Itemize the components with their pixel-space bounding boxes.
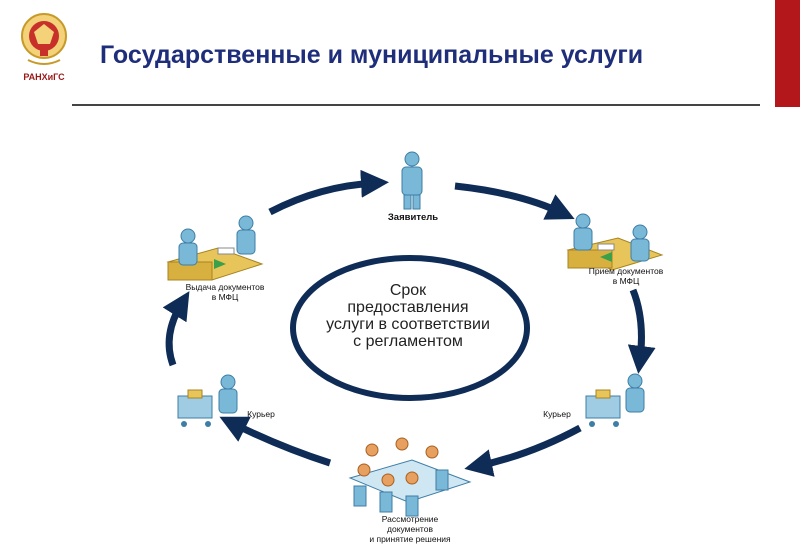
label-applicant: Заявитель	[387, 212, 439, 223]
center-line: Срок	[389, 282, 427, 299]
label-line: в МФЦ	[612, 276, 640, 286]
page-title: Государственные и муниципальные услуги	[100, 41, 644, 69]
review-meeting-table-icon	[348, 437, 472, 517]
arrow-courier-to-issuance	[162, 291, 190, 367]
label-line: и принятие решения	[369, 534, 451, 544]
courier-left-cart-icon	[177, 374, 238, 427]
center-ring	[290, 255, 530, 401]
ranepa-logo: РАНХиГС	[18, 10, 70, 94]
center-line: услуги в соответствии	[326, 316, 490, 333]
accent-bar	[775, 0, 800, 107]
applicant-person-icon	[401, 151, 423, 210]
arrow-courier-to-review	[464, 424, 582, 477]
center-statement: Срок предоставления услуги в соответстви…	[290, 282, 526, 350]
title-divider	[72, 104, 760, 106]
label-courier-left: Курьер	[247, 409, 275, 419]
arrow-issuance-to-applicant	[268, 169, 389, 216]
courier-right-cart-icon	[585, 373, 645, 427]
label-review: Рассмотрение документов и принятие решен…	[350, 514, 470, 544]
reception-office-desk-icon	[566, 213, 664, 271]
label-line: Рассмотрение	[381, 514, 439, 524]
center-line: с регламентом	[353, 333, 463, 350]
logo-text: РАНХиГС	[23, 72, 65, 82]
label-line: Прием документов	[588, 266, 664, 276]
label-issuance: Выдача документов в МФЦ	[165, 282, 285, 302]
label-courier-right: Курьер	[543, 409, 571, 419]
label-reception: Прием документов в МФЦ	[566, 266, 686, 286]
label-line: документов	[387, 524, 433, 534]
issuance-office-desk-icon	[166, 215, 264, 281]
arrow-reception-to-courier	[627, 288, 656, 374]
label-line: Выдача документов	[185, 282, 265, 292]
emblem-icon	[21, 13, 67, 65]
arrow-review-to-courier	[219, 416, 332, 467]
label-line: в МФЦ	[211, 292, 239, 302]
arrow-applicant-to-reception	[454, 182, 575, 220]
center-line: предоставления	[347, 299, 469, 316]
